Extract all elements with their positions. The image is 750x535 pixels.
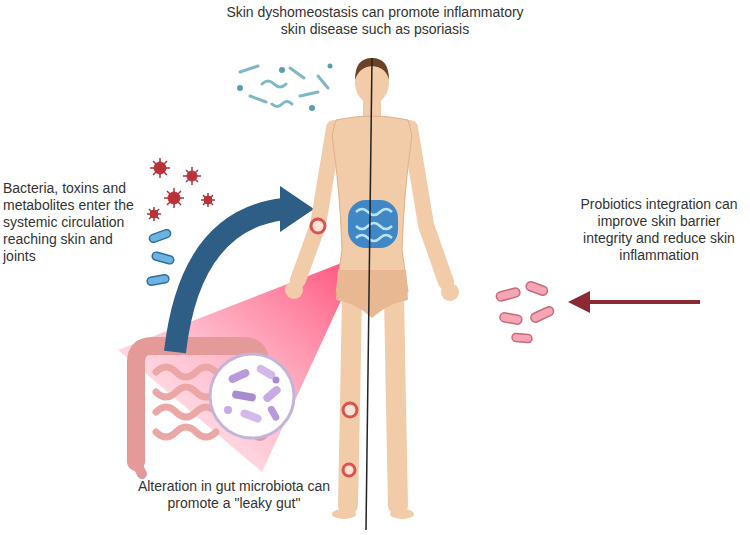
human-figure-part bbox=[285, 281, 303, 299]
intestine-part bbox=[136, 462, 142, 474]
divider-line-part bbox=[366, 58, 372, 530]
toxin-particles-part bbox=[150, 158, 170, 178]
microbiota-magnifier-part bbox=[267, 405, 281, 422]
bacteria-part bbox=[148, 228, 171, 243]
probiotics-part bbox=[529, 305, 555, 323]
annotation-text: Bacteria, toxins and metabolites enter t… bbox=[3, 180, 145, 265]
toxin-particles-part bbox=[201, 193, 215, 207]
toxin-particles-part bbox=[183, 167, 201, 185]
bacteria bbox=[146, 228, 174, 285]
probiotics-arrow-part bbox=[568, 291, 590, 313]
human-figure-part bbox=[441, 283, 459, 301]
focus-beam bbox=[118, 255, 362, 472]
microbiota-magnifier-part bbox=[210, 354, 294, 438]
human-figure-part bbox=[336, 270, 408, 318]
skin-microbes-part bbox=[300, 92, 318, 96]
toxin-particles bbox=[147, 158, 215, 221]
human-figure-part bbox=[332, 509, 356, 519]
skin-microbes-part bbox=[328, 64, 333, 69]
skin-microbes-part bbox=[237, 85, 243, 91]
probiotics-part bbox=[525, 280, 549, 296]
human-figure-part bbox=[348, 200, 398, 248]
skin-lesion-part bbox=[311, 219, 325, 233]
toxin-particles-part bbox=[164, 188, 184, 208]
toxin-particles-part-part bbox=[201, 193, 215, 207]
microbiota-magnifier-part bbox=[262, 385, 282, 404]
circulation-arrow-part bbox=[280, 186, 314, 232]
microbiota-magnifier-part bbox=[231, 390, 256, 402]
probiotics-part bbox=[499, 312, 522, 325]
microbiota-magnifier-part bbox=[224, 406, 232, 414]
intestine-part bbox=[156, 367, 216, 437]
annotation-text: Skin dyshomeostasis can promote inflamma… bbox=[220, 4, 530, 38]
circulation-arrow bbox=[175, 186, 314, 352]
annotation-text: Probiotics integration can improve skin … bbox=[572, 196, 746, 264]
human-figure-part bbox=[332, 116, 412, 292]
skin-microbes-part bbox=[318, 76, 328, 88]
toxin-particles-part-part bbox=[150, 158, 170, 178]
focus-beam-part bbox=[118, 255, 362, 472]
probiotics-part bbox=[512, 333, 533, 343]
probiotics bbox=[495, 280, 555, 342]
bacteria-part bbox=[151, 251, 174, 264]
microbiota-magnifier-part bbox=[239, 408, 262, 423]
skin-microbes-part bbox=[290, 68, 304, 78]
probiotics-part bbox=[495, 287, 521, 302]
microbiota-magnifier-part bbox=[227, 368, 250, 385]
probiotics-arrow-part bbox=[585, 300, 700, 304]
skin-microbes-part bbox=[240, 66, 258, 72]
divider-line bbox=[366, 58, 372, 530]
toxin-particles-part bbox=[147, 207, 161, 221]
toxin-particles-part-part bbox=[183, 167, 201, 185]
skin-microbes bbox=[237, 64, 333, 112]
bacteria-part bbox=[146, 274, 169, 286]
microbiota-magnifier-part bbox=[273, 377, 280, 384]
toxin-particles-part-part bbox=[164, 188, 184, 208]
human-figure-part bbox=[356, 209, 392, 241]
skin-microbes-part bbox=[250, 96, 266, 102]
toxin-particles-part-part bbox=[147, 207, 161, 221]
annotation-text: Alteration in gut microbiota can promote… bbox=[118, 478, 350, 512]
skin-lesion-part bbox=[343, 403, 357, 417]
skin-lesion-part bbox=[343, 464, 355, 476]
skin-lesion bbox=[311, 219, 357, 476]
skin-microbes-part bbox=[262, 81, 286, 87]
microbiota-magnifier bbox=[210, 354, 294, 438]
skin-microbes-part bbox=[279, 67, 285, 73]
circulation-arrow-part bbox=[175, 209, 284, 352]
human-figure-part bbox=[390, 509, 414, 519]
skin-microbes-part bbox=[309, 105, 315, 111]
probiotics-arrow bbox=[568, 291, 700, 313]
human-figure bbox=[285, 58, 459, 519]
skin-microbes-part bbox=[272, 102, 292, 107]
